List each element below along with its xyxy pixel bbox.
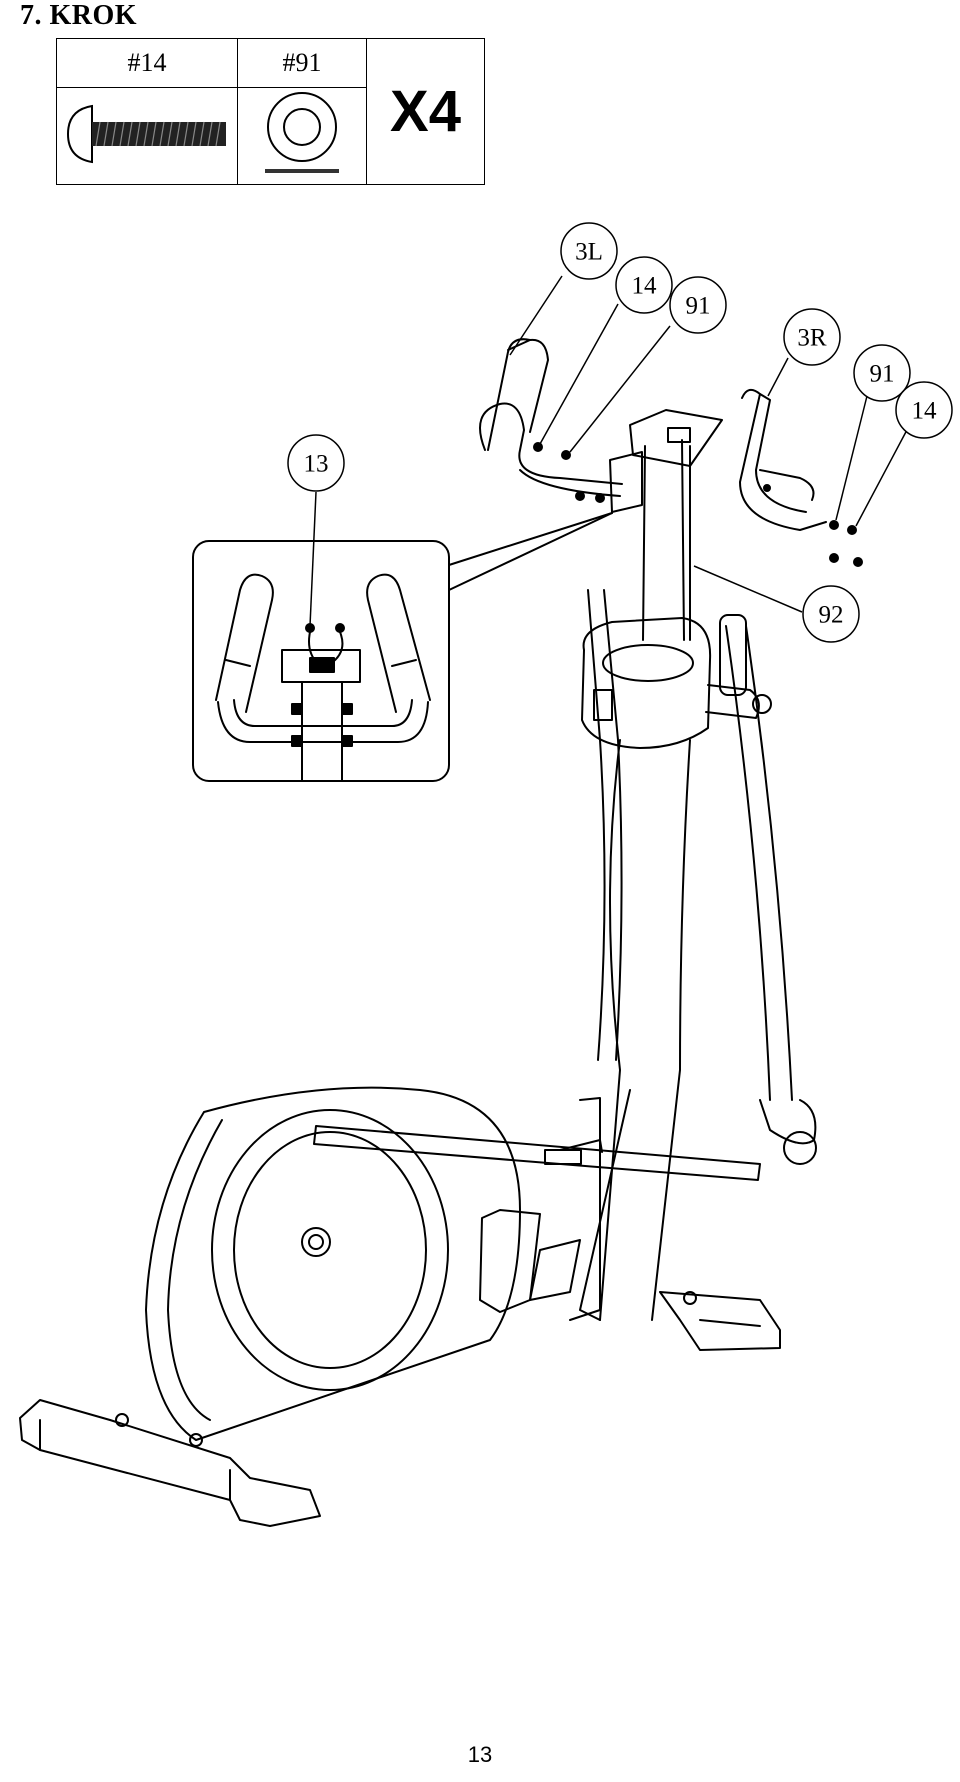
flywheel-housing (145, 1086, 521, 1441)
inset-leader-bottom (448, 512, 613, 591)
callout-3L: 3L (575, 239, 603, 266)
callout-circle-91a (669, 276, 727, 334)
leader-14a (539, 303, 619, 445)
flywheel-disc (211, 1109, 449, 1391)
callout-13: 13 (304, 451, 329, 478)
callout-92: 92 (819, 602, 844, 629)
rear-stabilizer (659, 1291, 781, 1351)
inset-left-grip (215, 573, 274, 713)
step-title: 7. KROK (20, 0, 138, 31)
callout-circle-3L (560, 222, 618, 280)
inset-leader-top (448, 512, 613, 566)
washer-cell (237, 87, 367, 185)
callout-circle-3R (783, 308, 841, 366)
callout-91b: 91 (870, 361, 895, 388)
callout-circle-14b (895, 381, 953, 439)
front-stabilizer (19, 1399, 321, 1527)
callout-91a: 91 (686, 293, 711, 320)
leader-3R (767, 357, 789, 397)
left-moving-arm (587, 589, 623, 1061)
flywheel-hub (301, 1227, 331, 1257)
bolt-icon (66, 104, 226, 163)
inset-right-grip (366, 573, 431, 713)
connecting-rod (313, 1125, 761, 1181)
right-moving-arm (725, 625, 793, 1101)
assembly-drawing: 3L 14 91 3R 91 14 13 92 (19, 222, 953, 1527)
part-header-91: #91 (237, 38, 367, 88)
part-header-14: #14 (56, 38, 238, 88)
callout-14a: 14 (632, 273, 658, 300)
leader-13 (309, 491, 317, 627)
callout-14b: 14 (912, 398, 938, 425)
leader-14b (855, 427, 909, 527)
inset-column (301, 681, 343, 782)
leader-91a (569, 325, 671, 453)
page-number: 13 (467, 1742, 493, 1767)
bolt-cell (56, 87, 238, 185)
leader-92 (693, 565, 803, 613)
mast-collar (581, 617, 712, 749)
inset-detail-frame (192, 540, 450, 782)
parts-table: #14 #91 X4 (56, 38, 485, 185)
main-mast (642, 439, 685, 641)
callout-circle-92 (802, 585, 860, 643)
console-mount-plate (629, 409, 723, 467)
quantity-label: X4 (366, 38, 485, 185)
callout-circle-14a (615, 256, 673, 314)
leader-3L (509, 275, 563, 356)
callout-3R: 3R (797, 325, 827, 352)
callout-circle-13 (287, 434, 345, 492)
washer-icon (265, 91, 339, 173)
callout-circle-91b (853, 344, 911, 402)
right-handlebar (739, 388, 827, 531)
left-handlebar (479, 402, 623, 485)
leader-91b (835, 391, 869, 521)
